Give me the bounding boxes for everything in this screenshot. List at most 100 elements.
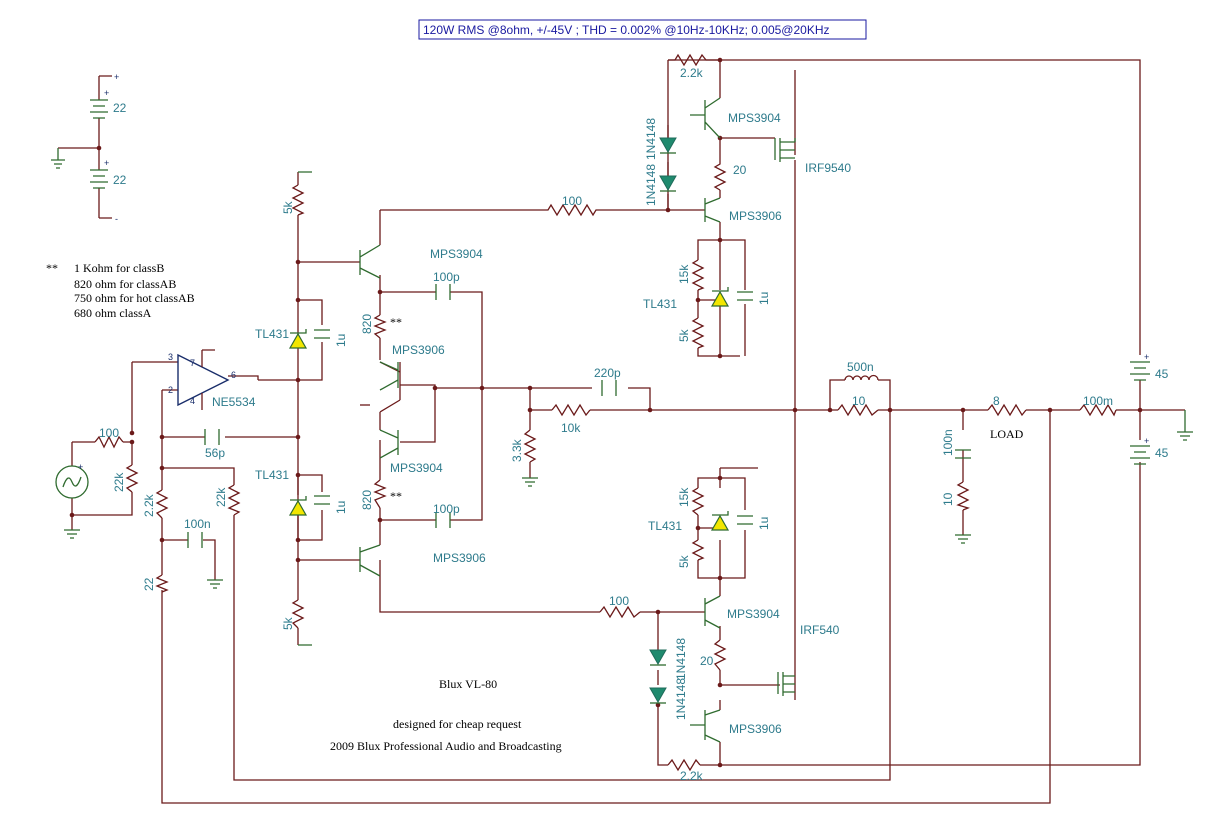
capacitors	[187, 284, 971, 548]
resistor-5k-botright	[691, 539, 705, 561]
label-2k2-feedback: 2.2k	[142, 493, 156, 517]
q-mps3904-vas	[359, 244, 381, 279]
label-820-bottom: 820	[360, 490, 374, 510]
transistors	[359, 97, 796, 743]
component-labels: 2.2k MPS3904 MPS3906 20 IRF9540 100 1N41…	[99, 66, 1113, 783]
grounds	[64, 171, 1193, 646]
label-irf9540: IRF9540	[805, 161, 851, 175]
label-load: LOAD	[990, 427, 1024, 441]
diode-1n4148-bottom-1	[649, 649, 667, 666]
battery-bottom-value: 22	[113, 173, 127, 187]
capacitor-100p-top	[435, 284, 451, 300]
svg-text:3: 3	[168, 352, 173, 362]
q-mps3906-top	[704, 197, 721, 223]
resistor-100-input	[94, 435, 124, 449]
label-1n4148-top-2: 1N4148	[644, 164, 658, 206]
svg-text:+: +	[78, 462, 83, 472]
label-5k-topright: 5k	[677, 328, 691, 342]
label-5k-top: 5k	[281, 200, 295, 214]
note-line-2: 820 ohm for classAB	[74, 277, 176, 291]
label-2k2-top: 2.2k	[680, 66, 704, 80]
label-100-input: 100	[99, 426, 119, 440]
battery-top-value: 22	[113, 101, 127, 115]
resistor-20-top	[713, 160, 727, 191]
diode-1n4148-bottom-2	[649, 687, 667, 704]
label-1n4148-bottom-1: 1N4148	[674, 638, 688, 680]
m-irf9540	[774, 138, 796, 162]
label-tl431-topright: TL431	[643, 297, 677, 311]
label-1n4148-bottom-2: 1N4148	[674, 678, 688, 720]
label-3k3: 3.3k	[510, 438, 524, 462]
label-5k-botright: 5k	[677, 554, 691, 568]
label-ne5534: NE5534	[212, 395, 256, 409]
resistor-22k-fb	[227, 484, 241, 516]
label-mps3904-mid: MPS3904	[390, 461, 443, 475]
label-2k2-bottom: 2.2k	[680, 769, 704, 783]
q-mps3904-bottom	[704, 595, 721, 629]
capacitor-100n-fb	[187, 532, 203, 548]
label-22-feedback: 22	[142, 577, 156, 591]
resistor-15k-botright	[691, 487, 705, 516]
label-100-top: 100	[562, 194, 582, 208]
label-tl431-left-bottom: TL431	[255, 468, 289, 482]
label-mps3904-top: MPS3904	[728, 111, 781, 125]
resistor-820-bottom	[373, 479, 387, 509]
signal-source: +	[55, 462, 89, 499]
title-box: 120W RMS @8ohm, +/-45V ; THD = 0.002% @1…	[418, 19, 867, 40]
battery-right-top-value: 45	[1155, 367, 1169, 381]
label-15k-top: 15k	[677, 264, 691, 284]
resistor-10-output	[837, 403, 879, 417]
resistor-22-fb	[155, 574, 169, 593]
resistor-5k-bottom	[291, 599, 305, 629]
label-100n-feedback: 100n	[184, 517, 211, 531]
junctions	[69, 57, 1143, 768]
design-name: Blux VL-80	[439, 677, 497, 691]
tl431-botright-symbol	[710, 514, 730, 531]
resistor-820-top	[373, 314, 387, 339]
q-mps3904-mid	[379, 429, 399, 459]
resistor-15k-topright	[691, 259, 705, 291]
label-1u-left-bottom: 1u	[334, 501, 348, 514]
q-mps3906-bottom	[690, 709, 721, 743]
label-star-top: **	[390, 315, 402, 329]
resistors	[94, 53, 1117, 772]
label-100-bottom: 100	[609, 594, 629, 608]
label-tl431-left-top: TL431	[255, 327, 289, 341]
note-line-4: 680 ohm classA	[74, 306, 152, 320]
resistor-8-load	[987, 403, 1027, 417]
battery-plus-2: +	[104, 158, 109, 168]
svg-text:+: +	[1144, 352, 1149, 362]
q-mps3904-top	[690, 97, 721, 139]
opamp-ne5534: 3 2 6 7 4	[168, 349, 236, 410]
resistor-22k-input	[125, 464, 139, 493]
notes-mark: **	[46, 261, 58, 275]
spec-title: 120W RMS @8ohm, +/-45V ; THD = 0.002% @1…	[423, 23, 830, 37]
supply-right: + + 45 45	[1130, 352, 1169, 465]
capacitor-1u-left-bottom	[314, 495, 330, 505]
svg-text:7: 7	[190, 358, 195, 368]
note-line-3: 750 ohm for hot classAB	[74, 291, 195, 305]
label-100m: 100m	[1083, 394, 1113, 408]
battery-right-bottom-value: 45	[1155, 446, 1169, 460]
label-1u-topright: 1u	[757, 292, 771, 305]
label-5k-bottom: 5k	[281, 616, 295, 630]
capacitor-1u-botright	[737, 515, 753, 525]
q-mps3906-vas	[359, 544, 381, 577]
capacitor-1u-topright	[737, 291, 753, 301]
label-8-load: 8	[993, 394, 1000, 408]
svg-text:4: 4	[190, 396, 195, 406]
diode-1n4148-top-1	[659, 137, 677, 154]
resistor-100-top	[540, 203, 600, 217]
m-irf540	[777, 672, 795, 696]
resistor-100-bottom	[599, 605, 641, 619]
supply-minus-bottom: -	[115, 214, 118, 224]
label-10-zobel: 10	[941, 492, 955, 506]
q-mps3906-mid	[379, 361, 399, 391]
svg-text:+: +	[1144, 436, 1149, 446]
label-22k-feedback: 22k	[214, 487, 228, 507]
label-100n-zobel: 100n	[941, 429, 955, 456]
capacitor-56p	[204, 429, 220, 445]
resistor-5k-top	[291, 184, 305, 216]
capacitor-100p-bottom	[435, 512, 451, 528]
label-15k-botright: 15k	[677, 487, 691, 507]
